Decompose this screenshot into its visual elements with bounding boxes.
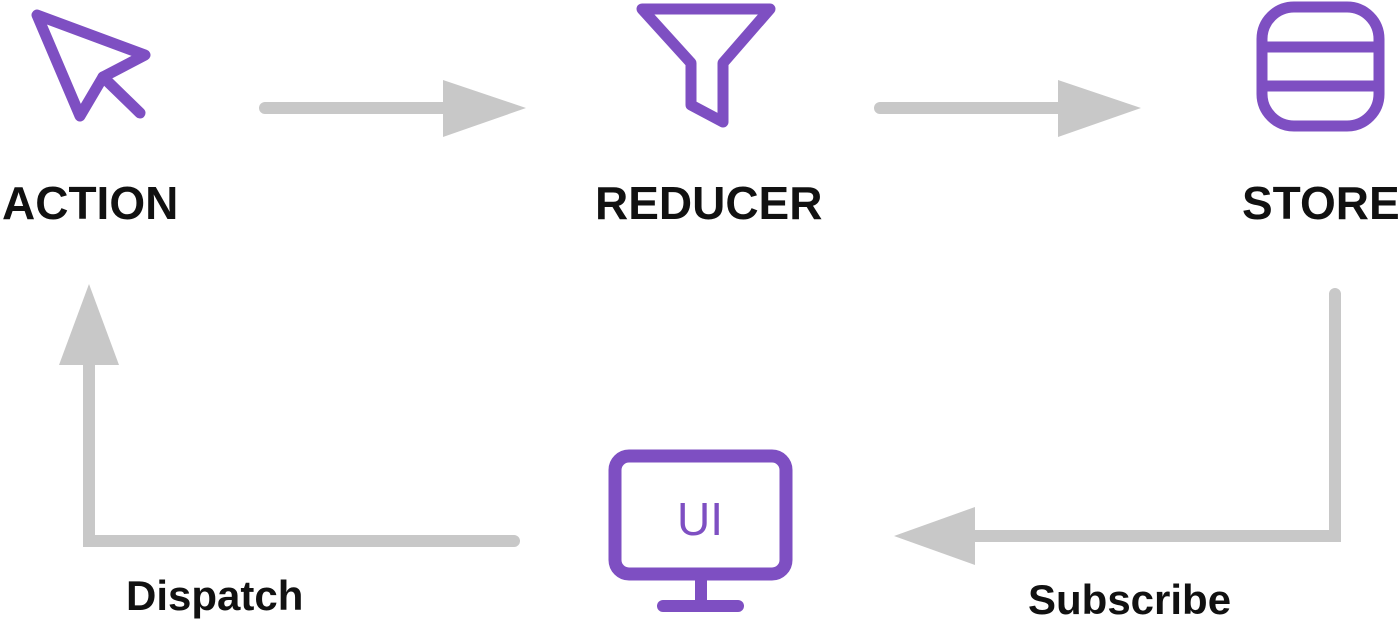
arrow-reducer-to-store [874, 80, 1141, 137]
action-node-label: ACTION [2, 177, 179, 229]
subscribe-edge-label: Subscribe [1028, 576, 1232, 623]
store-node-label: STORE [1242, 177, 1400, 229]
funnel-icon [636, 3, 776, 128]
cursor-icon [31, 9, 151, 122]
monitor-icon: UI [608, 449, 793, 612]
arrow-store-to-ui [894, 288, 1341, 565]
ui-node-label: UI [677, 493, 723, 545]
arrow-action-to-reducer [259, 80, 526, 137]
arrow-ui-to-action [59, 284, 520, 547]
reducer-node-label: REDUCER [595, 177, 823, 229]
dispatch-edge-label: Dispatch [126, 572, 304, 619]
database-icon [1256, 1, 1385, 132]
